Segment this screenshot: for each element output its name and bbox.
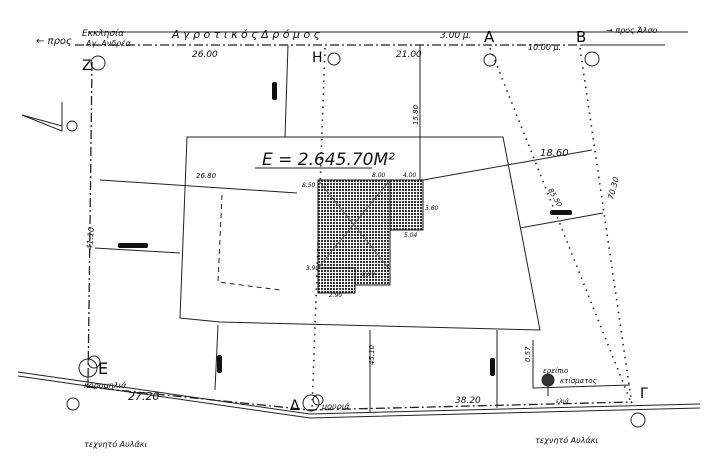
dim-top-2: 21.00 [396,50,422,60]
road-direction-left: ← προς [36,36,72,47]
dim-bottom-1: 27.20 [128,390,160,403]
bottom-road-line [17,371,701,415]
tree-icon [302,394,324,412]
north-arrow-icon [21,102,78,132]
svg-text:5.04: 5.04 [404,232,418,239]
point-label-e: Ε [98,359,108,378]
dim-left: 41.10 [85,227,96,251]
ruin-label: ερείπιο [543,367,568,375]
house-footprint [317,179,424,294]
church-label: Εκκλησία [82,29,124,39]
marks [118,82,572,376]
svg-text:2.90: 2.90 [329,292,343,299]
dim-top-1: 26.00 [192,50,218,60]
dim-bottom-vert: 45.10 [368,344,376,365]
dim-inner-left: 26.80 [196,172,217,180]
point-label-b: Β [576,28,586,46]
setback-dashed [217,194,281,291]
ruin-wall [532,340,631,389]
ruin-label-2: κτίσματος [560,377,597,385]
plot-boundary-right [579,47,633,406]
bottom-road-line-2 [17,375,701,419]
channel-right-label: τεχνητό Αυλάκι [535,435,598,445]
svg-text:8.50: 8.50 [302,182,316,189]
elevation-markers [66,51,646,428]
division-line [284,44,289,138]
road-width: 3.00 μ. [440,31,472,41]
plot-boundary-left [87,61,93,386]
plot-boundary-bottom [87,386,633,411]
area-label: Ε = 2.645.70Μ² [262,150,395,170]
tree-icon [78,355,101,388]
division-line [214,324,219,391]
channel-left-label: τεχνητό Αυλάκι [84,439,147,449]
olive-label: ελιά [556,398,569,405]
svg-text:3.60: 3.60 [425,205,439,212]
dim-inner-right: 18.60 [540,148,569,159]
division-line [94,247,181,254]
tree-e-label: κορομηλιά [84,381,127,390]
point-label-d: Δ [290,398,300,414]
dim-right: 70.30 [606,176,621,200]
dotted-line [489,47,631,401]
building-envelope [179,136,541,331]
road-direction-right: → προς Άλσο [606,26,658,35]
division-line [99,179,298,194]
svg-text:3.90: 3.90 [306,265,320,272]
division-line [422,149,593,181]
dim-inner-diag: 85.50 [546,187,563,209]
division-line [519,212,604,229]
point-label-z: Ζ [82,58,92,74]
olive-tree-icon [541,373,555,396]
point-label-g: Γ [640,386,648,402]
house-dimensions: 8.00 4.00 8.50 3.60 5.04 8.90 3.90 2.90 [302,172,439,299]
dim-ruin: 0.57 [524,346,532,362]
svg-text:8.00: 8.00 [372,172,386,179]
point-label-a: Α [484,28,495,46]
road-name: Α γ ρ ο τ ι κ ό ς Δ ρ ό μ ο ς [171,28,321,41]
dim-top-3: 10.00 μ. [528,43,561,52]
svg-text:8.90: 8.90 [362,271,376,278]
svg-text:4.00: 4.00 [403,172,417,179]
dim-inner-top: 15.80 [412,104,420,125]
church-name: Αγ. Ανδρέα [85,38,132,48]
tree-d-label: μουριά [321,402,350,411]
point-label-h: Η [312,50,323,66]
dim-bottom-2: 38.20 [455,396,481,406]
